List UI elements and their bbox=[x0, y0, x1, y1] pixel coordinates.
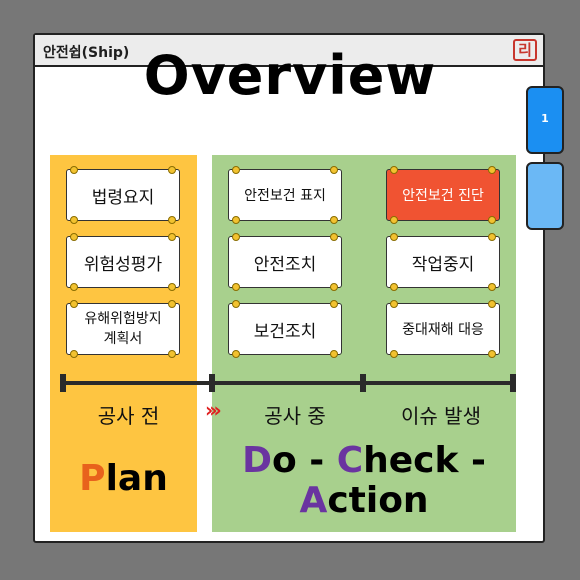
card-label: 법령요지 bbox=[91, 187, 155, 208]
phase-before-construction: 공사 전 bbox=[97, 404, 160, 428]
do-check-label: Do - Check - bbox=[242, 440, 486, 481]
card-work-stop[interactable]: 작업중지 bbox=[386, 233, 500, 291]
card-label: 안전조치 bbox=[253, 254, 317, 275]
timeline-tick bbox=[510, 374, 516, 392]
side-tab-2[interactable] bbox=[526, 162, 564, 230]
card-safety-diagnosis[interactable]: 안전보건 진단 bbox=[386, 166, 500, 224]
card-hazard-prevention-plan[interactable]: 유해위험방지 계획서 bbox=[66, 300, 180, 358]
timeline-tick bbox=[209, 374, 215, 392]
timeline-tick bbox=[360, 374, 366, 392]
title-bar: 안전쉽(Ship) 리 bbox=[35, 35, 543, 67]
arrow-icon: ››› bbox=[205, 398, 222, 422]
card-label: 안전보건 표지 bbox=[244, 188, 326, 204]
side-tab-label: 1 bbox=[541, 112, 549, 125]
card-label: 중대재해 대응 bbox=[402, 322, 484, 338]
card-label: 작업중지 bbox=[411, 254, 475, 275]
card-safety-signage[interactable]: 안전보건 표지 bbox=[228, 166, 342, 224]
side-tab-1[interactable]: 1 bbox=[526, 86, 564, 154]
phase-during-construction: 공사 중 bbox=[264, 404, 326, 428]
action-label: Action bbox=[299, 480, 429, 521]
card-label: 보건조치 bbox=[253, 321, 317, 342]
timeline-tick bbox=[60, 374, 66, 392]
card-risk-assessment[interactable]: 위험성평가 bbox=[66, 233, 180, 291]
plan-label: Plan bbox=[79, 458, 168, 499]
phase-issue: 이슈 발생 bbox=[401, 404, 481, 428]
card-serious-accident-response[interactable]: 중대재해 대응 bbox=[386, 300, 500, 358]
timeline-line bbox=[62, 381, 513, 385]
card-safety-measures[interactable]: 안전조치 bbox=[228, 233, 342, 291]
card-health-measures[interactable]: 보건조치 bbox=[228, 300, 342, 358]
card-label: 안전보건 진단 bbox=[402, 188, 484, 204]
page-title: Overview bbox=[143, 44, 437, 107]
card-law-summary[interactable]: 법령요지 bbox=[66, 166, 180, 224]
app-title: 안전쉽(Ship) bbox=[43, 45, 130, 61]
logo-icon: 리 bbox=[513, 39, 537, 61]
card-label: 유해위험방지 계획서 bbox=[84, 311, 162, 347]
card-label: 위험성평가 bbox=[83, 254, 163, 275]
